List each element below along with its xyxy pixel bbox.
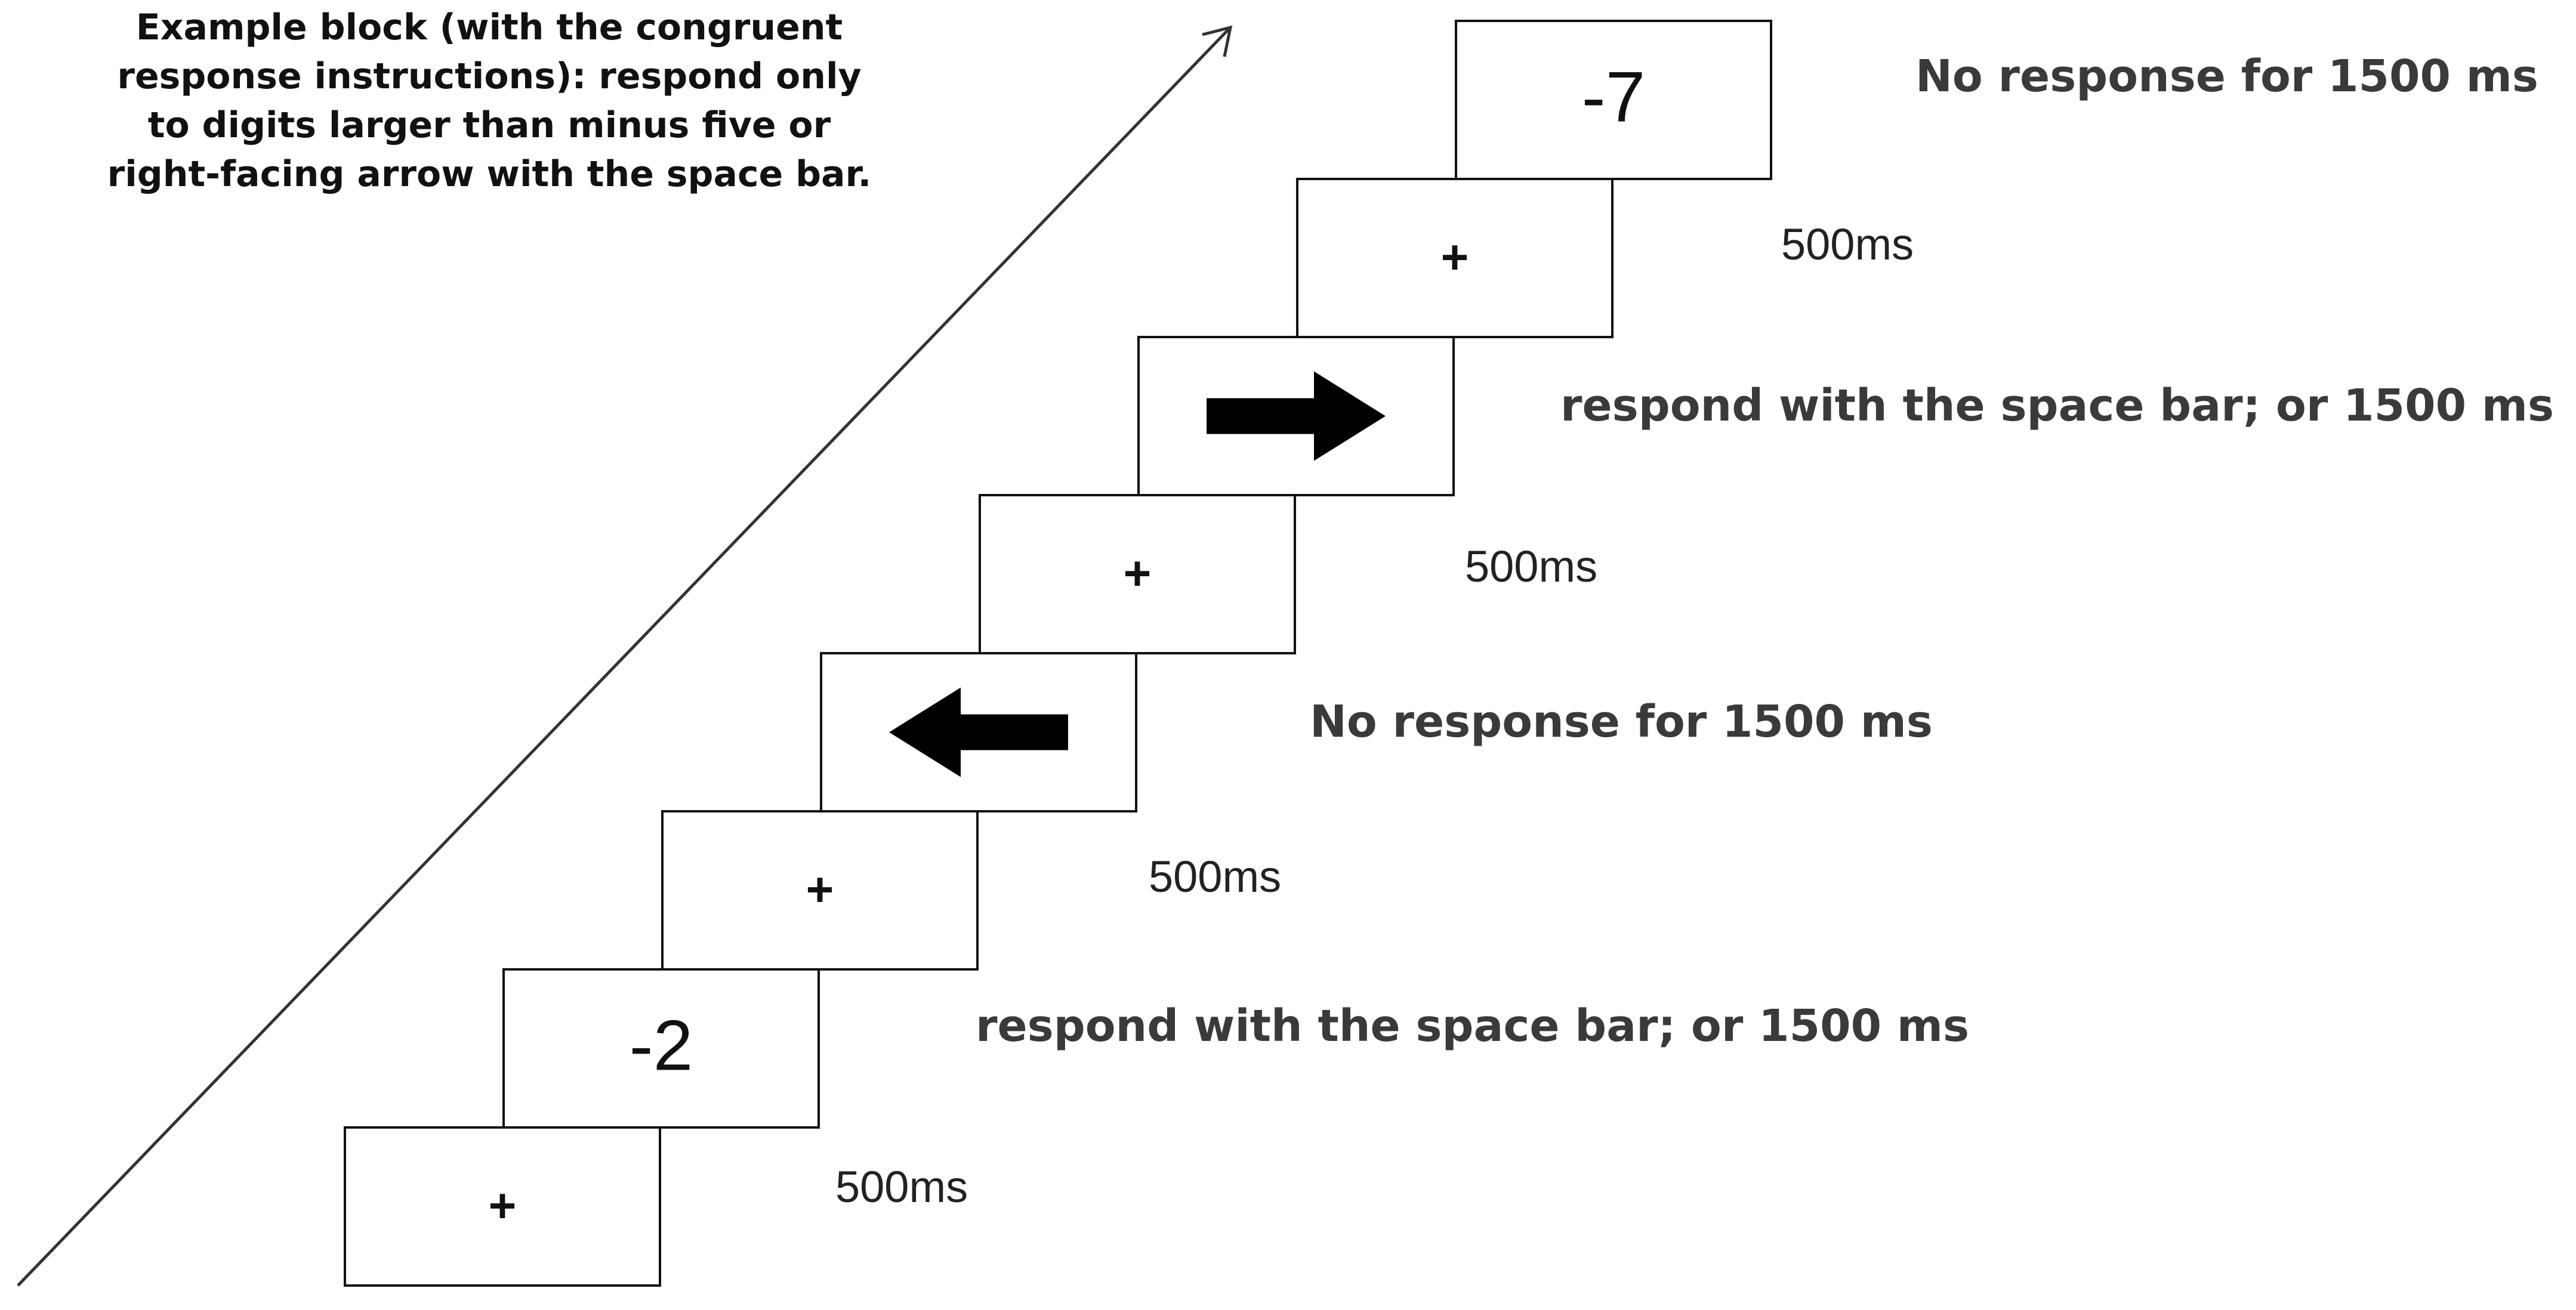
response-instruction-label: No response for 1500 ms (1310, 696, 1933, 747)
stimulus-frame (979, 494, 1296, 654)
fixation-cross: + (1441, 231, 1469, 284)
stimulus-frame (1455, 20, 1772, 180)
response-instruction-label: respond with the space bar; or 1500 ms (976, 1000, 1969, 1052)
time-arrow-head-icon (1202, 25, 1233, 57)
response-instruction-label: No response for 1500 ms (1915, 51, 2538, 102)
block-description-line: response instructions): respond only (117, 55, 862, 97)
duration-label: 500ms (1149, 852, 1282, 901)
response-instruction-label: respond with the space bar; or 1500 ms (1560, 380, 2554, 431)
block-description: Example block (with the congruent respon… (24, 3, 955, 199)
fixation-cross: + (489, 1179, 517, 1232)
block-description-line: right-facing arrow with the space bar. (107, 153, 872, 195)
block-description-line: Example block (with the congruent (135, 7, 843, 48)
digit-stimulus: -2 (630, 1006, 693, 1086)
stimulus-frame (1296, 178, 1614, 338)
stimulus-frame (344, 1126, 661, 1287)
right-arrow-icon (1207, 371, 1386, 461)
duration-label: 500ms (835, 1162, 968, 1212)
digit-stimulus: -7 (1582, 57, 1646, 137)
left-arrow-icon (889, 687, 1068, 777)
block-description-line: to digits larger than minus five or (147, 104, 831, 146)
duration-label: 500ms (1781, 220, 1914, 269)
duration-label: 500ms (1465, 542, 1598, 591)
fixation-cross: + (1124, 547, 1152, 600)
fixation-cross: + (806, 863, 834, 916)
stimulus-frame (661, 810, 979, 971)
stimulus-frame (502, 968, 820, 1129)
time-arrow-line (17, 27, 1230, 1287)
